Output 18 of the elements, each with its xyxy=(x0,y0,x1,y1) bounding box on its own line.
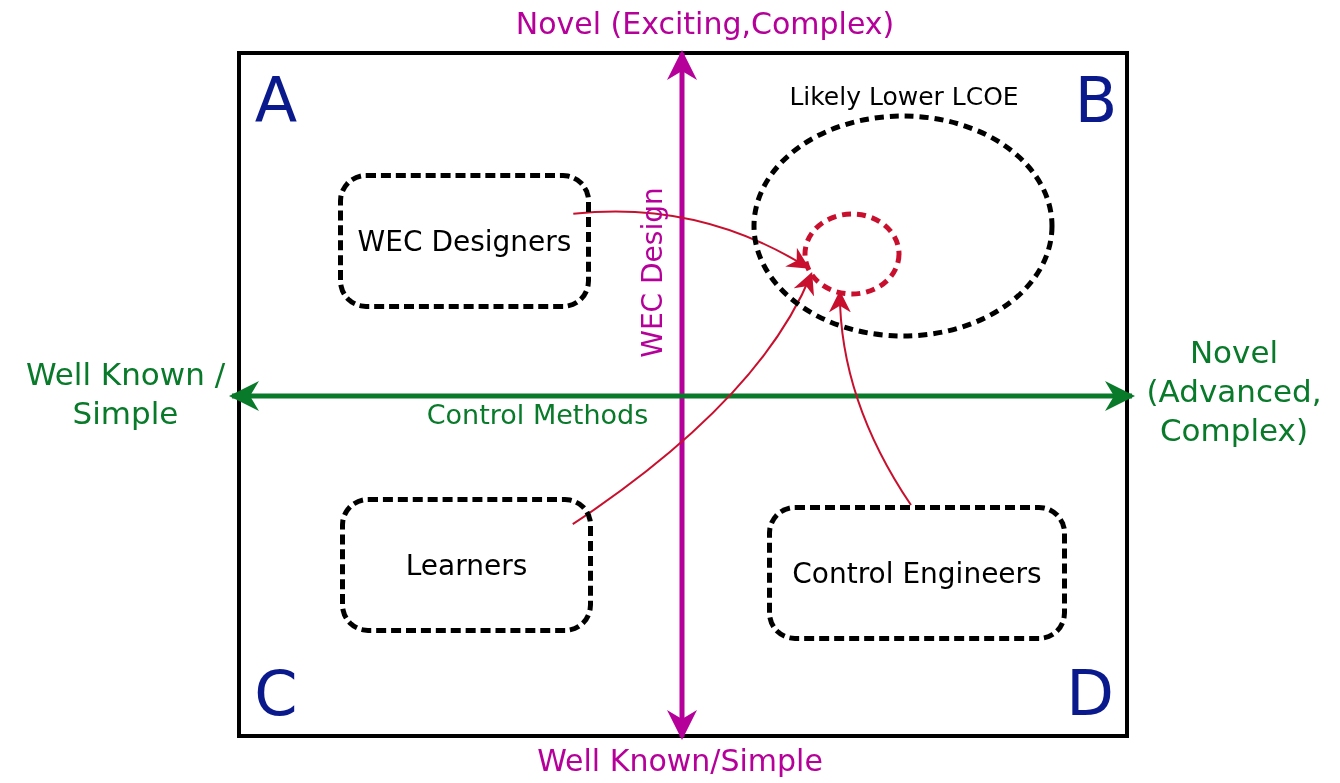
axis-label: Novel (Exciting,Complex) xyxy=(514,5,896,43)
quadrant-letter: B xyxy=(1073,63,1119,139)
quadrant-letter: D xyxy=(1065,656,1115,732)
dashed-rounded-box xyxy=(767,505,1067,641)
quadrant-letter: A xyxy=(253,63,299,139)
axis-label: Novel (Advanced, Complex) xyxy=(1145,333,1323,450)
dashed-rounded-box xyxy=(340,497,593,633)
node-label: Likely Lower LCOE xyxy=(788,82,1020,111)
axis-label: Well Known/Simple xyxy=(536,742,824,780)
axis-title: Control Methods xyxy=(425,398,650,432)
curved-arrow xyxy=(571,272,814,526)
quadrant-letter: C xyxy=(253,656,299,732)
dashed-circle xyxy=(802,211,902,297)
dashed-rounded-box xyxy=(338,173,591,309)
node-label: WEC Designers xyxy=(357,224,572,258)
axis-label: Well Known / Simple xyxy=(24,355,227,433)
node-label: Control Engineers xyxy=(792,556,1042,590)
node-label: Learners xyxy=(405,548,528,582)
